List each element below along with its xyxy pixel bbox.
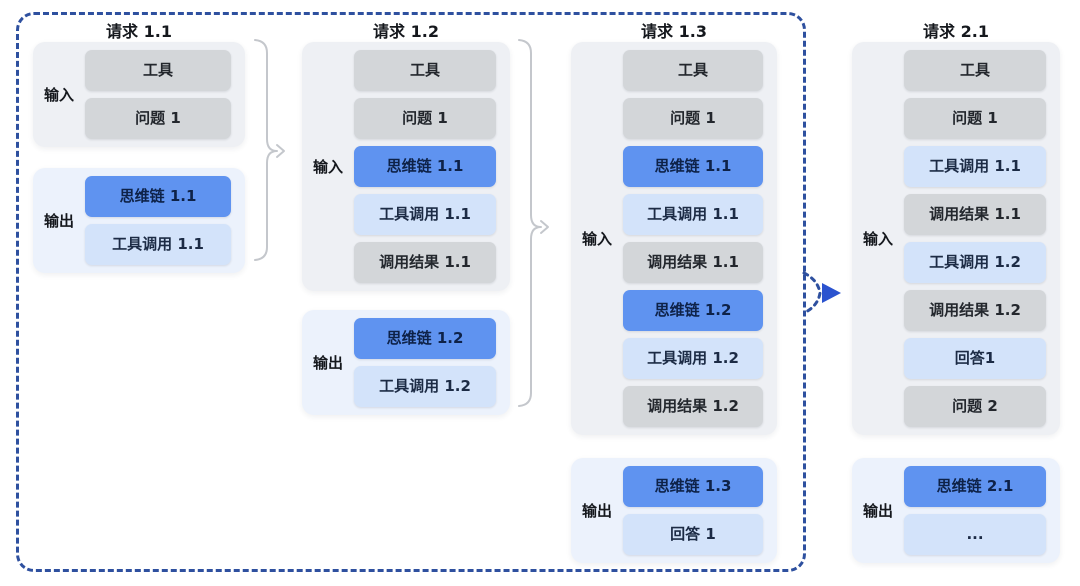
box-question-1: 问题 1 [904,98,1046,139]
box-call-result-1-2: 调用结果 1.2 [623,386,763,427]
brace-arrow-2-icon [518,39,549,407]
box-tools: 工具 [85,50,231,91]
output-boxes: 思维链 1.3 回答 1 [623,466,763,555]
dashed-arrow-icon [802,271,841,315]
box-cot-1-2: 思维链 1.2 [354,318,496,359]
box-call-result-1-2: 调用结果 1.2 [904,290,1046,331]
input-label: 输入 [312,158,343,176]
box-question-1: 问题 1 [354,98,496,139]
output-group: 输出思维链 1.2 工具调用 1.2 [302,310,510,415]
input-boxes: 工具问题 1 思维链 1.1 工具调用 1.1 调用结果 1.1 思维链 1.2 工具调用… [623,50,763,427]
box-tool-call-1-1: 工具调用 1.1 [85,224,231,265]
request-column-3: 请求 1.3 输入 工具问题 1 思维链 1.1 工具调用 1.1 调用结果 1.1 思维链… [571,0,777,586]
output-label: 输出 [862,502,893,520]
box-cot-1-1: 思维链 1.1 [354,146,496,187]
request-column-2: 请求 1.2 输入 工具问题 1 思维链 1.1 工具调用 1.1 调用结果 1.1 输出思… [302,0,510,586]
input-label: 输入 [581,230,612,248]
input-boxes: 工具问题 1 思维链 1.1 工具调用 1.1 调用结果 1.1 [354,50,496,283]
request-title: 请求 1.3 [641,22,707,41]
box-tool-call-1-2: 工具调用 1.2 [904,242,1046,283]
box-tools: 工具 [904,50,1046,91]
box-ellipsis: ... [904,514,1046,555]
box-tools: 工具 [354,50,496,91]
output-boxes: 思维链 1.1 工具调用 1.1 [85,176,231,265]
request-title: 请求 1.2 [373,22,439,41]
input-boxes: 工具问题 1 [85,50,231,139]
dashed-group-frame [16,12,806,572]
output-label: 输出 [581,502,612,520]
output-boxes: 思维链 2.1... [904,466,1046,555]
output-group: 输出思维链 1.3 回答 1 [571,458,777,563]
box-tools: 工具 [623,50,763,91]
box-question-1: 问题 1 [85,98,231,139]
brace-arrow-1-icon [254,39,285,261]
box-cot-1-2: 思维链 1.2 [623,290,763,331]
box-cot-1-3: 思维链 1.3 [623,466,763,507]
box-tool-call-1-1: 工具调用 1.1 [354,194,496,235]
box-tool-call-1-1: 工具调用 1.1 [904,146,1046,187]
input-group: 输入 工具问题 1 思维链 1.1 工具调用 1.1 调用结果 1.1 [302,42,510,291]
box-cot-1-1: 思维链 1.1 [85,176,231,217]
box-call-result-1-1: 调用结果 1.1 [904,194,1046,235]
input-group: 输入工具问题 1 [33,42,245,147]
input-boxes: 工具问题 1 工具调用 1.1 调用结果 1.1 工具调用 1.2 调用结果 1.2 回答… [904,50,1046,427]
box-tool-call-1-2: 工具调用 1.2 [354,366,496,407]
box-tool-call-1-1: 工具调用 1.1 [623,194,763,235]
box-call-result-1-1: 调用结果 1.1 [623,242,763,283]
box-cot-1-1: 思维链 1.1 [623,146,763,187]
box-call-result-1-1: 调用结果 1.1 [354,242,496,283]
input-label: 输入 [862,230,893,248]
box-tool-call-1-2: 工具调用 1.2 [623,338,763,379]
output-group: 输出思维链 1.1 工具调用 1.1 [33,168,245,273]
output-group: 输出思维链 2.1... [852,458,1060,563]
input-group: 输入 工具问题 1 工具调用 1.1 调用结果 1.1 工具调用 1.2 调用结果 1.2… [852,42,1060,435]
box-question-1: 问题 1 [623,98,763,139]
output-label: 输出 [43,212,74,230]
input-label: 输入 [43,86,74,104]
request-column-4: 请求 2.1 输入 工具问题 1 工具调用 1.1 调用结果 1.1 工具调用 1.2 调用… [852,0,1060,586]
box-cot-2-1: 思维链 2.1 [904,466,1046,507]
request-title: 请求 2.1 [923,22,989,41]
box-question-2: 问题 2 [904,386,1046,427]
request-title: 请求 1.1 [106,22,172,41]
output-boxes: 思维链 1.2 工具调用 1.2 [354,318,496,407]
output-label: 输出 [312,354,343,372]
box-answer-1: 回答 1 [623,514,763,555]
box-answer-1: 回答1 [904,338,1046,379]
